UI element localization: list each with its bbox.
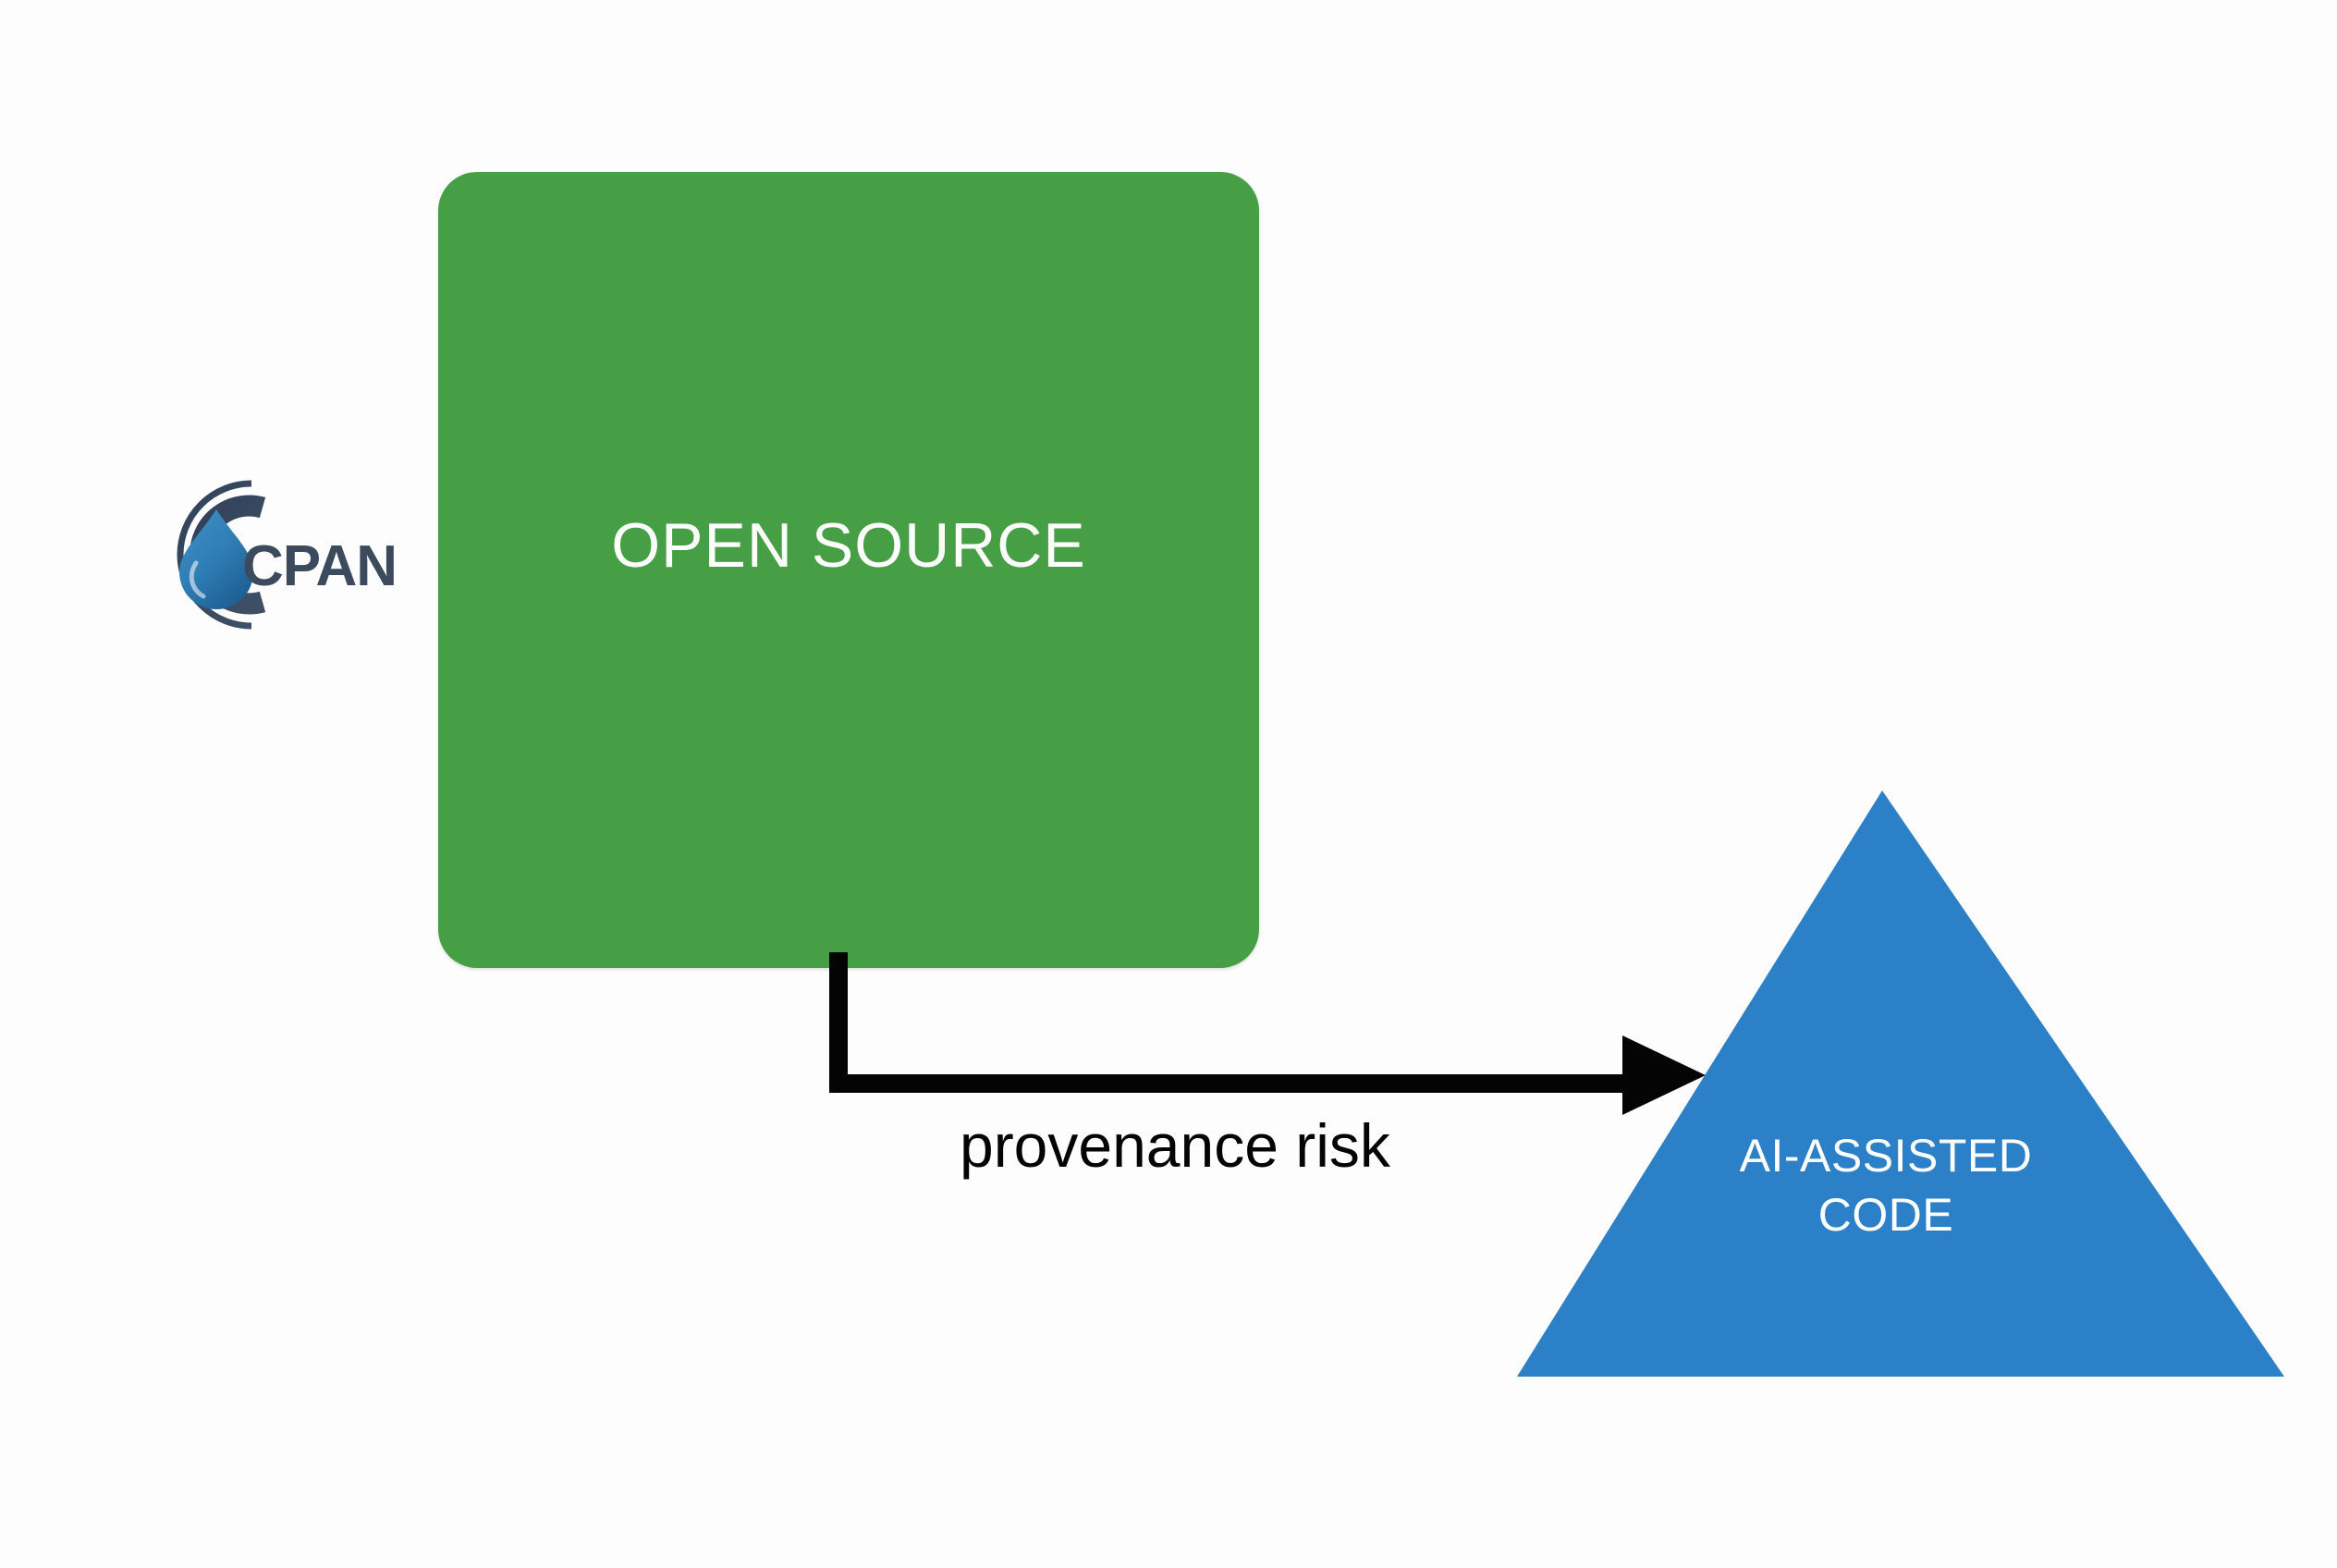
cpan-wordmark: CPAN <box>242 534 398 598</box>
ai-assisted-code-label-line2: CODE <box>1817 1189 1954 1241</box>
ai-assisted-code-triangle-shape <box>1517 790 2284 1377</box>
cpan-logo-graphic <box>177 480 266 630</box>
ai-assisted-code-node[interactable] <box>1514 788 2287 1379</box>
provenance-risk-arrow-icon <box>829 952 1706 1115</box>
ai-assisted-code-label-line1: AI-ASSISTED <box>1739 1130 2033 1182</box>
open-source-node-label: OPEN SOURCE <box>611 510 1086 581</box>
cpan-logo <box>109 467 423 643</box>
provenance-risk-arrow[interactable] <box>814 952 1729 1146</box>
ai-assisted-code-node-label: AI-ASSISTED CODE <box>1646 1126 2126 1244</box>
open-source-node[interactable]: OPEN SOURCE <box>438 172 1259 968</box>
cpan-outer-ring-icon <box>177 480 252 630</box>
provenance-risk-label: provenance risk <box>960 1111 1390 1180</box>
cpan-droplet-icon <box>179 509 253 609</box>
